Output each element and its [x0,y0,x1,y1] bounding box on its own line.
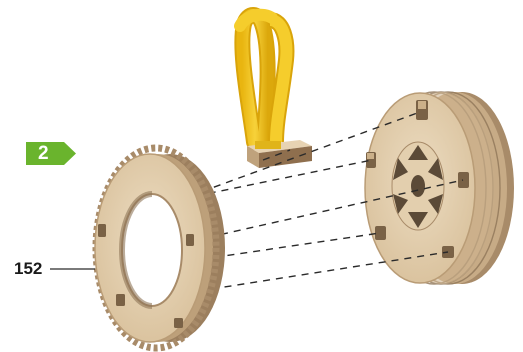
yellow-strap-part [240,15,312,168]
part-label-152: 152 [14,259,42,279]
gear-ring-part-152 [95,148,225,348]
step-badge: 2 [26,142,76,165]
step-arrow-icon [26,142,76,165]
wheel-hub-assembly [365,92,514,284]
step-number: 2 [38,143,49,164]
